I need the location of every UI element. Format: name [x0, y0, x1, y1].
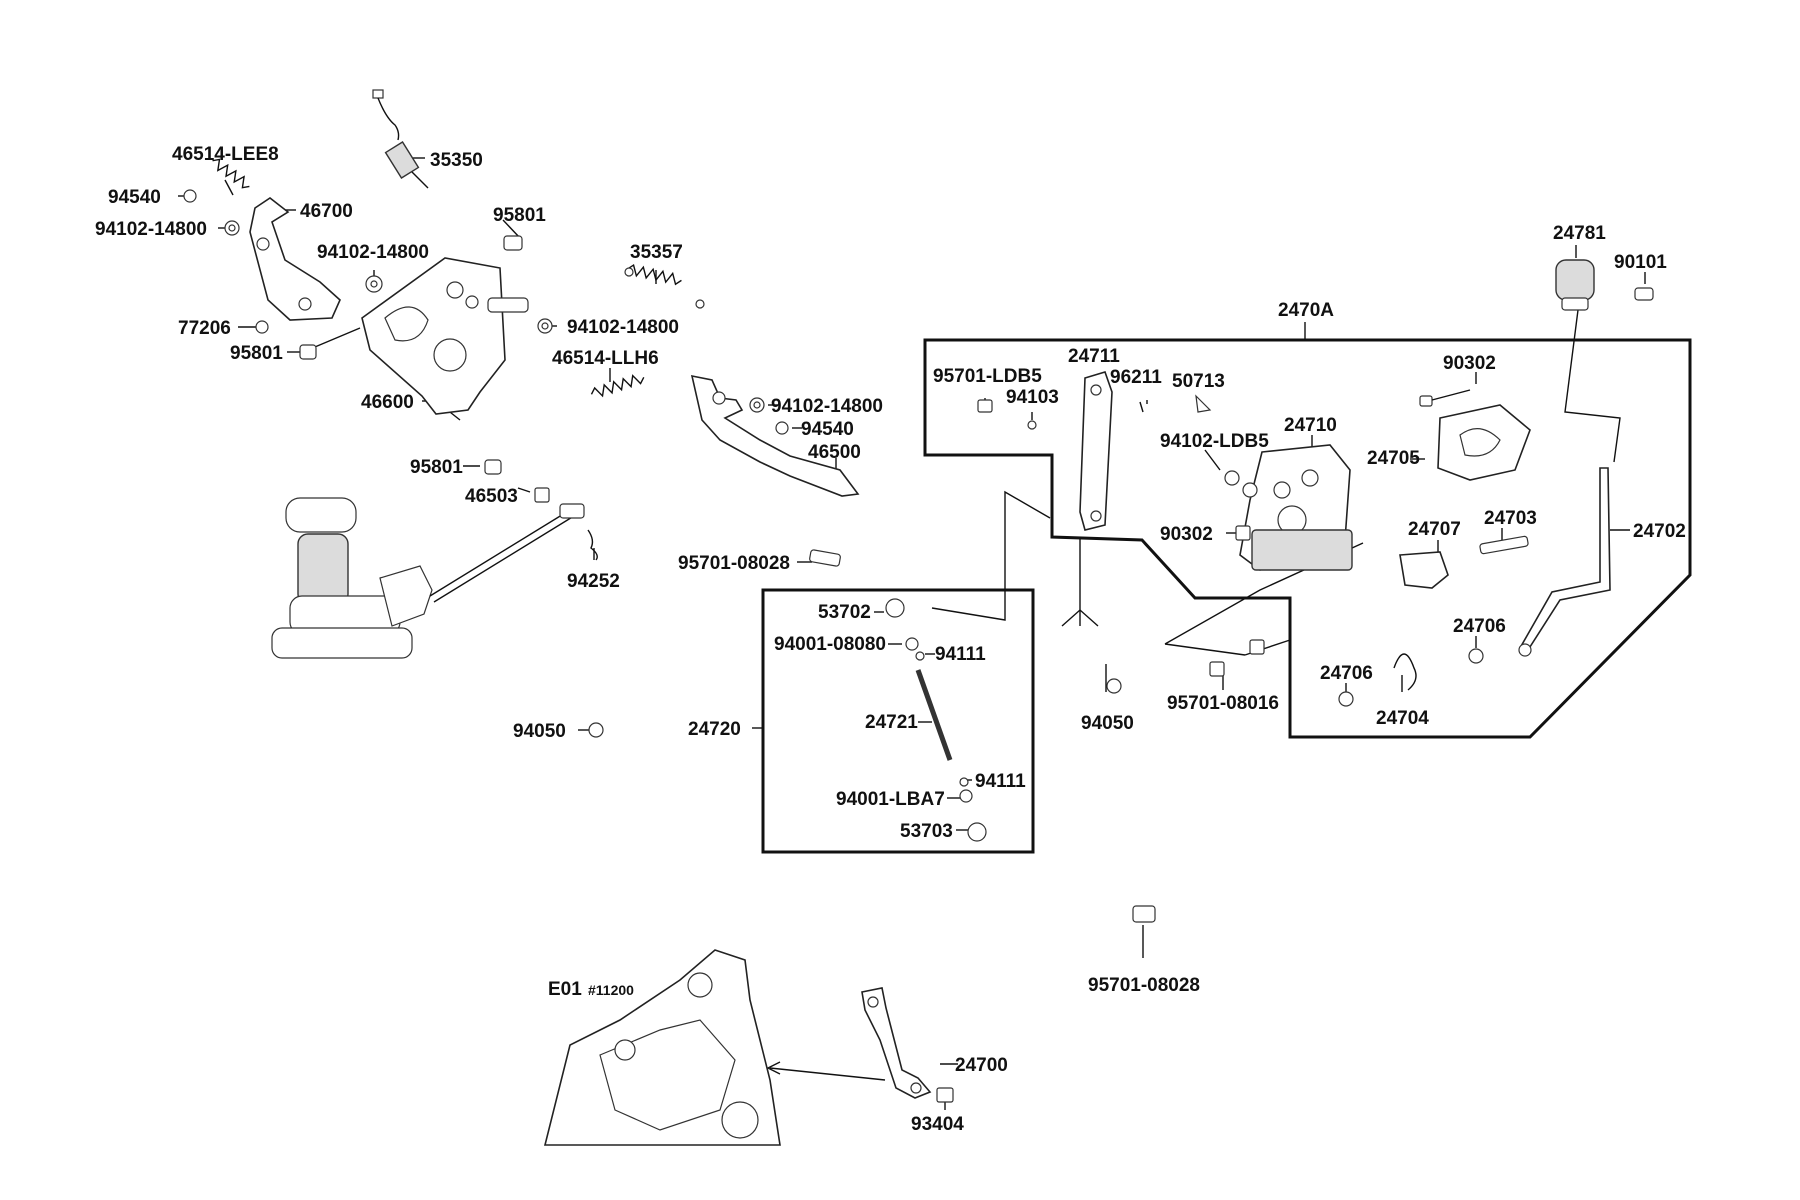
label-95701-08028: 95701-08028	[678, 553, 790, 574]
part-labels: 46514-LEE8 35350 94540 46700 94102-14800…	[95, 144, 1686, 1135]
label-95701-ldb5: 95701-LDB5	[933, 366, 1042, 387]
label-95801: 95801	[493, 205, 546, 226]
label-24702: 24702	[1633, 521, 1686, 542]
label-94111: 94111	[975, 771, 1026, 792]
label-94102-ldb5: 94102-LDB5	[1160, 431, 1269, 452]
label-95701-08028: 95701-08028	[1088, 975, 1200, 996]
label-46514-llh6: 46514-LLH6	[552, 348, 659, 369]
label-24721: 24721	[865, 712, 918, 733]
group-box-24720	[761, 588, 1035, 854]
label-90302: 90302	[1160, 524, 1213, 545]
label-94102-14800: 94102-14800	[95, 219, 207, 240]
label-94102-14800: 94102-14800	[771, 396, 883, 417]
label-95801: 95801	[410, 457, 463, 478]
label-93404: 93404	[911, 1114, 964, 1135]
master-cylinder	[271, 497, 585, 659]
label-24703: 24703	[1484, 508, 1537, 529]
label-46700: 46700	[300, 201, 353, 222]
label-96211: 96211	[1110, 367, 1162, 388]
label-46500: 46500	[808, 442, 861, 463]
label-24710: 24710	[1284, 415, 1337, 436]
label-24781: 24781	[1553, 223, 1606, 244]
label-94540: 94540	[801, 419, 854, 440]
label-94001-lba7: 94001-LBA7	[836, 789, 945, 810]
label-24711: 24711	[1068, 346, 1120, 367]
label-94001-08080: 94001-08080	[774, 634, 886, 655]
label-24706: 24706	[1320, 663, 1373, 684]
label-90101: 90101	[1614, 252, 1667, 273]
label-50713: 50713	[1172, 371, 1225, 392]
label-24704: 24704	[1376, 708, 1429, 729]
label-94111: 94111	[935, 644, 986, 665]
label-35350: 35350	[430, 150, 483, 171]
label-94102-14800: 94102-14800	[317, 242, 429, 263]
label-94050: 94050	[1081, 713, 1134, 734]
label-11200: #11200	[588, 982, 634, 998]
label-24720: 24720	[688, 719, 741, 740]
label-46503: 46503	[465, 486, 518, 507]
label-24700: 24700	[955, 1055, 1008, 1076]
label-35357: 35357	[630, 242, 683, 263]
label-46514-lee8: 46514-LEE8	[172, 144, 279, 165]
label-24705: 24705	[1367, 448, 1420, 469]
sensor-35350	[372, 89, 429, 189]
label-2470a: 2470A	[1278, 300, 1334, 321]
label-94102-14800: 94102-14800	[567, 317, 679, 338]
gearbox-housing-e01	[543, 949, 781, 1146]
label-94540: 94540	[108, 187, 161, 208]
label-53703: 53703	[900, 821, 953, 842]
part-sketches	[183, 89, 1654, 1146]
label-94050: 94050	[513, 721, 566, 742]
label-95701-08016: 95701-08016	[1167, 693, 1279, 714]
label-90302: 90302	[1443, 353, 1496, 374]
label-95801: 95801	[230, 343, 283, 364]
label-46600: 46600	[361, 392, 414, 413]
label-77206: 77206	[178, 318, 231, 339]
label-53702: 53702	[818, 602, 871, 623]
label-e01: E01	[548, 979, 582, 1000]
label-94103: 94103	[1006, 387, 1059, 408]
label-94252: 94252	[567, 571, 620, 592]
group-box-2470a	[923, 338, 1692, 739]
label-24707: 24707	[1408, 519, 1461, 540]
label-24706: 24706	[1453, 616, 1506, 637]
